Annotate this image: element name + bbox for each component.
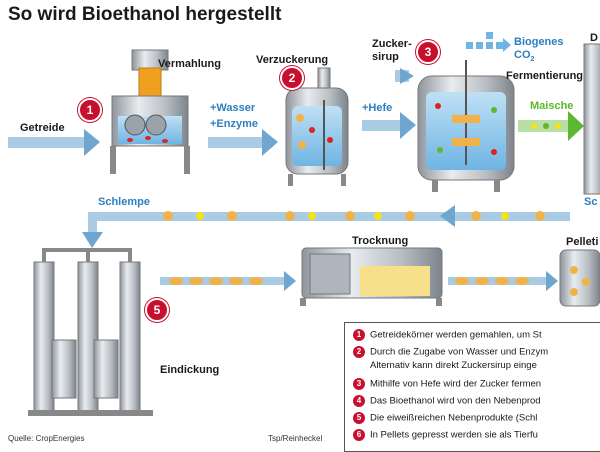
zuckersirup-arrow [395, 68, 414, 84]
label-zucker: Zucker- [372, 38, 412, 50]
label-schlempe-right: Sc [584, 196, 598, 208]
step-badge-1: 1 [78, 98, 102, 122]
legend-item-1: 1 Getreidekörner werden gemahlen, um St [353, 329, 542, 341]
mill-machine [110, 49, 190, 174]
evaporator-columns [28, 248, 153, 416]
step-badge-5: 5 [145, 298, 169, 322]
distillation-column [583, 43, 600, 195]
co2-bubbles [466, 32, 511, 52]
credit-label: Tsp/Reinheckel [268, 434, 323, 443]
legend-text: Alternativ kann direkt Zuckersirup einge [370, 360, 537, 371]
legend-text: Die eiweißreichen Nebenprodukte (Schl [370, 412, 538, 424]
step-badge-2: 2 [280, 66, 304, 90]
saccharification-tank [285, 67, 349, 186]
legend-text: Getreidekörner werden gemahlen, um St [370, 329, 542, 341]
legend-box: 1 Getreidekörner werden gemahlen, um St 2… [344, 322, 600, 452]
legend-item-6: 6 In Pellets gepresst werden sie als Tier… [353, 429, 538, 441]
stage-label-pelletierung: Pelleti [566, 236, 599, 248]
legend-item-3: 3 Mithilfe von Hefe wird der Zucker ferme… [353, 378, 541, 390]
legend-item-2: 2 Durch die Zugabe von Wasser und Enzym [353, 346, 548, 358]
legend-number: 6 [353, 429, 365, 441]
stage-label-eindickung: Eindickung [160, 364, 220, 376]
pellet-stream-1 [160, 271, 296, 291]
legend-text: In Pellets gepresst werden sie als Tierf… [370, 429, 538, 441]
legend-text: Mithilfe von Hefe wird der Zucker fermen [370, 378, 542, 390]
schlempe-pellets [163, 211, 545, 221]
legend-number: 2 [353, 346, 365, 358]
pelletizer [559, 249, 600, 307]
label-getreide: Getreide [20, 122, 65, 134]
getreide-arrow [8, 129, 100, 156]
stage-label-verzuckerung: Verzuckerung [256, 54, 329, 66]
legend-item-2b: Alternativ kann direkt Zuckersirup einge [370, 360, 537, 371]
legend-item-5: 5 Die eiweißreichen Nebenprodukte (Schl [353, 412, 537, 424]
legend-text: Das Bioethanol wird von den Nebenprod [370, 395, 541, 407]
schlempe-conveyor [82, 205, 570, 248]
stage-label-fermentierung: Fermentierung [506, 70, 584, 82]
label-sirup: sirup [372, 51, 399, 63]
label-schlempe: Schlempe [98, 196, 150, 208]
legend-number: 4 [353, 395, 365, 407]
legend-number: 3 [353, 378, 365, 390]
fermentation-tank [417, 60, 515, 192]
label-hefe: +Hefe [362, 102, 393, 114]
label-co2: CO2 [514, 49, 535, 64]
label-maische: Maische [530, 100, 574, 112]
source-label: Quelle: CropEnergies [8, 434, 85, 443]
label-destillation-partial: D [590, 32, 598, 44]
page-title: So wird Bioethanol hergestellt [8, 4, 282, 25]
step-badge-3: 3 [416, 40, 440, 64]
label-wasser: +Wasser [210, 102, 256, 114]
hefe-arrow [362, 112, 416, 139]
wasser-arrow [208, 129, 278, 156]
stage-label-trocknung: Trocknung [352, 235, 409, 247]
legend-item-4: 4 Das Bioethanol wird von den Nebenprod [353, 395, 541, 407]
maische-arrow [518, 111, 584, 141]
legend-number: 1 [353, 329, 365, 341]
legend-text: Durch die Zugabe von Wasser und Enzym [370, 346, 549, 358]
dryer [300, 247, 443, 306]
stage-label-vermahlung: Vermahlung [158, 58, 221, 70]
pellet-stream-2 [448, 271, 558, 291]
legend-number: 5 [353, 412, 365, 424]
label-enzyme: +Enzyme [210, 118, 258, 130]
label-biogenes: Biogenes [514, 36, 564, 48]
